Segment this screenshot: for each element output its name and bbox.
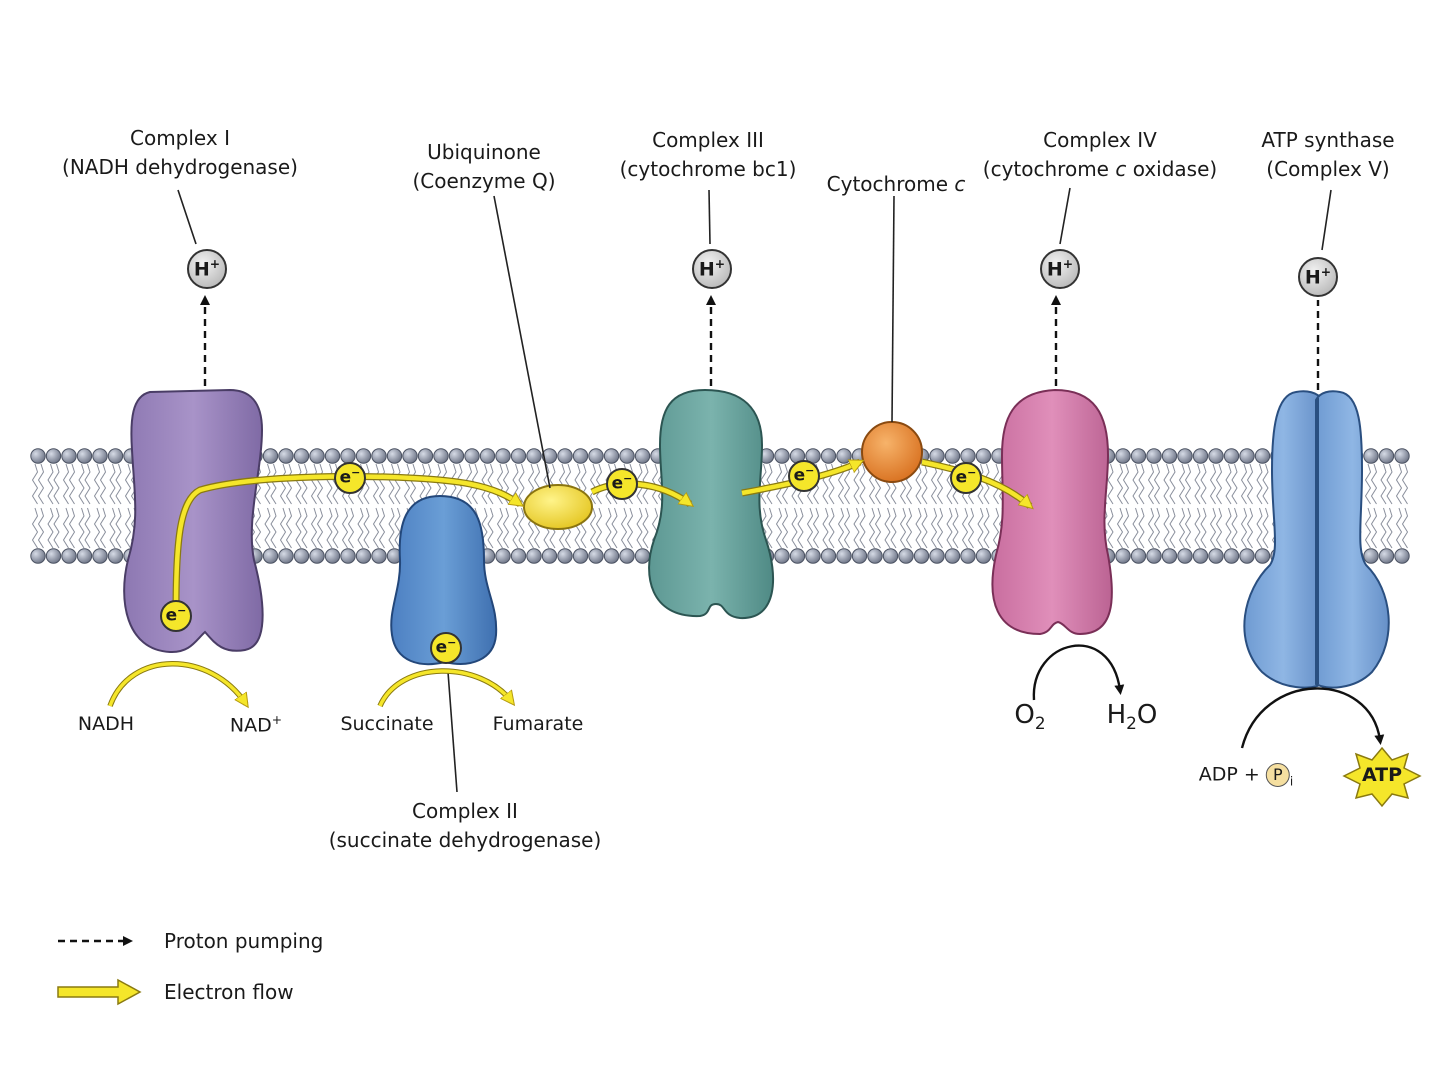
proton-pump-arrows: [200, 295, 1320, 390]
complex-1-shape: [123, 388, 264, 654]
cytochrome-c-shape: [861, 421, 923, 483]
label-leaders: [177, 187, 1332, 793]
proton-h4: [1040, 249, 1080, 289]
complex-1-label: Complex I(NADH dehydrogenase): [62, 126, 298, 179]
atp-synthase-label: ATP synthase(Complex V): [1261, 128, 1395, 181]
atp-synthase-shape: [1243, 390, 1390, 689]
oxygen-label: O2: [1014, 700, 1046, 734]
electron-label-2: e−: [339, 466, 361, 488]
proton-label-4: H+: [1046, 257, 1074, 281]
phosphate-icon: P: [1265, 763, 1290, 787]
electron-e4: [606, 468, 638, 500]
proton-h3: [692, 249, 732, 289]
complex-2-label: Complex II(succinate dehydrogenase): [328, 799, 602, 852]
electron-label-6: e−: [955, 466, 977, 488]
complex-4-shape: [991, 388, 1113, 636]
cytochrome-c-label: Cytochrome c: [826, 172, 966, 196]
electron-label-5: e−: [793, 464, 815, 486]
proton-h1: [187, 249, 227, 289]
electron-e2: [334, 462, 366, 494]
proton-h5: [1298, 257, 1338, 297]
ubiquinone-shape: [523, 484, 593, 530]
electron-e5: [788, 460, 820, 492]
nad-label: NAD+: [229, 713, 283, 737]
legend-electron-flow: Electron flow: [164, 980, 294, 1004]
water-label: H2O: [1106, 700, 1158, 734]
atp-starburst-shape: [1342, 746, 1422, 808]
electron-label-1: e−: [165, 604, 187, 626]
proton-label-1: H+: [193, 257, 221, 281]
ubiquinone-label: Ubiquinone(Coenzyme Q): [412, 140, 556, 193]
atp-label: ATP: [1361, 764, 1403, 786]
electron-label-3: e−: [435, 636, 457, 658]
legend-electron-symbol: [57, 978, 142, 1006]
fumarate-label: Fumarate: [492, 713, 584, 735]
nadh-label: NADH: [77, 713, 135, 735]
reaction-arrows: [1032, 644, 1385, 749]
complex-4-label: Complex IV (cytochrome c oxidase): [982, 128, 1218, 181]
electron-flow-arrows: [107, 458, 1030, 706]
electron-e6: [950, 462, 982, 494]
legend-proton-pumping: Proton pumping: [164, 929, 324, 953]
electron-e1: [160, 600, 192, 632]
electron-e3: [430, 632, 462, 664]
electron-label-4: e−: [611, 472, 633, 494]
proton-label-5: H+: [1304, 265, 1332, 289]
succinate-label: Succinate: [340, 713, 434, 735]
complex-3-shape: [648, 388, 775, 620]
complex-3-label: Complex III(cytochrome bc1): [619, 128, 797, 181]
proton-label-3: H+: [698, 257, 726, 281]
